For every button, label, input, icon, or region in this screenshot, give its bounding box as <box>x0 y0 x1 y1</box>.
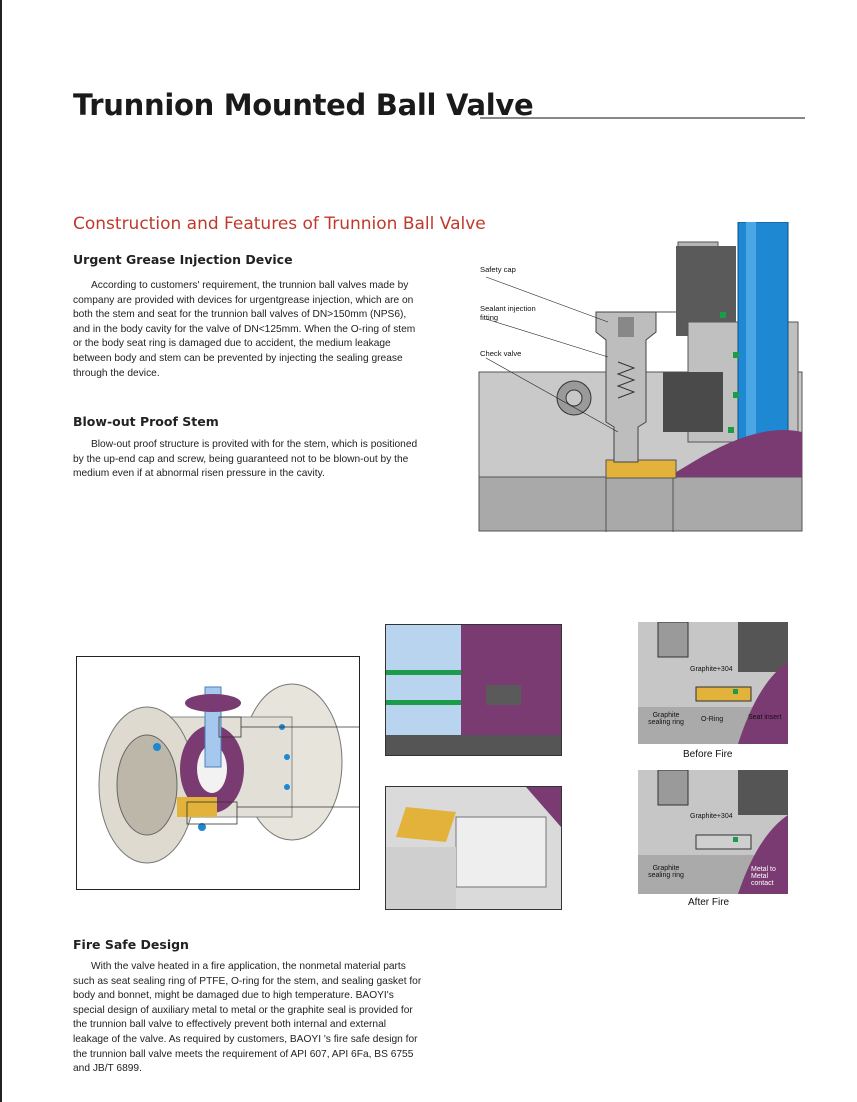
zoom-stem-seal <box>385 624 562 756</box>
before-fire-caption: Before Fire <box>683 749 733 760</box>
label-sealant-fitting: Sealant injection fitting <box>480 304 536 322</box>
after-graphite-ring-label: Graphite sealing ring <box>648 865 684 879</box>
title-rule <box>480 117 805 119</box>
section-title: Construction and Features of Trunnion Ba… <box>73 214 486 234</box>
page-title: Trunnion Mounted Ball Valve <box>73 88 534 122</box>
after-fire-caption: After Fire <box>688 897 730 908</box>
valve-3d-illustration <box>76 656 360 890</box>
grease-heading: Urgent Grease Injection Device <box>73 252 293 267</box>
before-seat-insert-label: Seat insert <box>748 714 782 721</box>
before-fire-diagram: Graphite+304 Graphite sealing ring O-Rin… <box>638 621 788 744</box>
label-safety-cap: Safety cap <box>480 265 516 274</box>
grease-text: According to customers' requirement, the… <box>73 280 416 379</box>
fire-heading: Fire Safe Design <box>73 937 189 952</box>
after-fire-diagram: Graphite+304 Graphite sealing ring Metal… <box>638 769 788 894</box>
blowout-heading: Blow-out Proof Stem <box>73 414 219 429</box>
after-graphite304-label: Graphite+304 <box>690 813 733 820</box>
before-graphite304-label: Graphite+304 <box>690 666 733 673</box>
grease-injection-diagram: Safety cap Sealant injection fitting Che… <box>478 221 803 532</box>
before-oring-label: O-Ring <box>701 716 724 723</box>
after-metal-contact-label: Metal to Metal contact <box>751 866 776 887</box>
before-graphite-ring-label: Graphite sealing ring <box>648 712 684 726</box>
label-check-valve: Check valve <box>480 349 522 358</box>
zoom-seat-seal <box>385 786 562 910</box>
blowout-text: Blow-out proof structure is provited wit… <box>73 439 418 480</box>
page-left-border <box>0 0 2 1102</box>
fire-text: With the valve heated in a fire applicat… <box>73 961 422 1075</box>
